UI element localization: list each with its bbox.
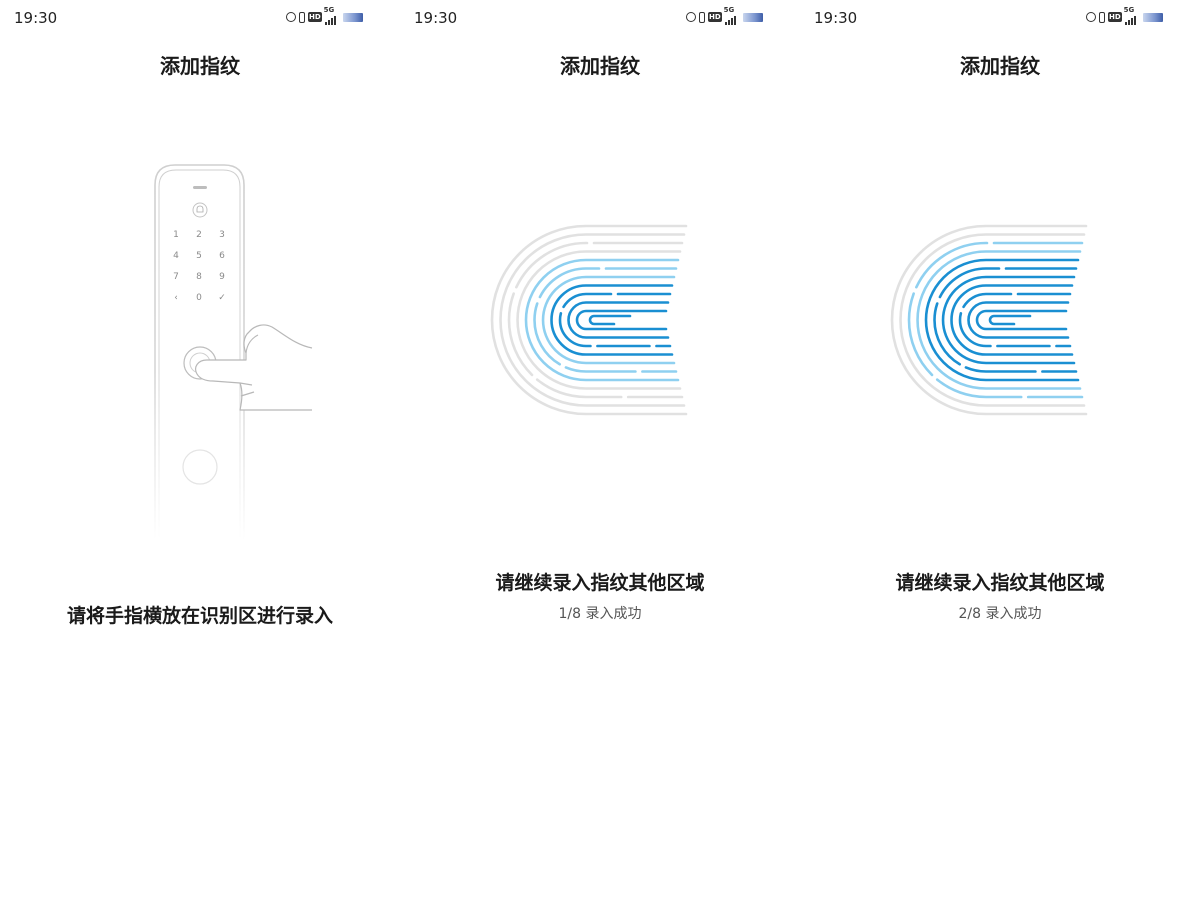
fingerprint-progress-graphic — [890, 224, 1088, 416]
page-title: 添加指纹 — [160, 54, 240, 78]
fingerprint-core — [988, 314, 1032, 326]
fingerprint-ridge — [575, 309, 668, 331]
progress-text: 2/8 录入成功 — [958, 606, 1042, 622]
hand-illustration — [195, 324, 313, 411]
keypad-key: 7 — [173, 272, 179, 282]
progress-text: 1/8 录入成功 — [558, 606, 642, 622]
fingerprint-ridge — [958, 292, 1072, 348]
fingerprint-ridge — [507, 241, 684, 399]
fingerprint-ridge — [967, 301, 1070, 339]
screen-add-fingerprint-intro: 19:30 HD 5G 添加指纹 1 2 3 4 5 6 7 8 9 ‹ 0 ✓ — [0, 0, 400, 900]
fingerprint-ridge — [933, 267, 1078, 373]
fingerprint-ridges — [490, 224, 688, 416]
network-label: 5G — [323, 6, 335, 14]
status-time: 19:30 — [414, 9, 458, 27]
screen-add-fingerprint-step-1: 19:30 HD 5G 添加指纹 请继续录入指纹其他区域 1/8 录入成功 — [400, 0, 800, 900]
doorbell-icon — [192, 202, 208, 218]
keypad-key: ✓ — [218, 293, 226, 303]
door-lock-illustration: 1 2 3 4 5 6 7 8 9 ‹ 0 ✓ — [154, 164, 313, 540]
network-label: 5G — [1123, 6, 1135, 14]
fingerprint-ridge — [490, 224, 688, 416]
keypad-key: ‹ — [174, 293, 178, 303]
fingerprint-ridge — [899, 233, 1086, 407]
fingerprint-ridge — [950, 284, 1074, 356]
door-lock-body — [154, 164, 245, 540]
vibrate-icon — [699, 11, 705, 23]
fingerprint-ridge — [524, 258, 680, 382]
battery-icon — [1142, 12, 1163, 22]
status-time: 19:30 — [814, 9, 858, 27]
status-bar-icons: HD 5G — [686, 6, 763, 25]
keypad-key: 8 — [196, 272, 202, 282]
fingerprint-ridges — [890, 224, 1088, 416]
fingerprint-progress-graphic — [490, 224, 688, 416]
fingerprint-ridge — [533, 267, 678, 373]
keypad-key: 2 — [196, 230, 202, 240]
lock-keypad: 1 2 3 4 5 6 7 8 9 ‹ 0 ✓ — [173, 230, 226, 303]
screen-add-fingerprint-step-2: 19:30 HD 5G 添加指纹 请继续录入指纹其他区域 2/8 录入成功 — [800, 0, 1200, 900]
5g-signal-icon: 5G — [323, 6, 336, 25]
keypad-key: 5 — [196, 251, 202, 261]
fingerprint-ridge — [550, 284, 674, 356]
keypad-key: 0 — [196, 293, 202, 303]
fingerprint-ridge — [924, 258, 1080, 382]
fingerprint-ridge — [975, 309, 1068, 331]
instruction-text: 请将手指横放在识别区进行录入 — [66, 605, 333, 627]
fingerprint-ridge — [499, 233, 686, 407]
fingerprint-core — [588, 314, 632, 326]
keypad-key: 1 — [173, 230, 179, 240]
battery-icon — [342, 12, 363, 22]
instruction-text: 请继续录入指纹其他区域 — [495, 572, 705, 594]
fingerprint-ridge — [890, 224, 1088, 416]
fingerprint-ridge — [567, 301, 670, 339]
keypad-key: 4 — [173, 251, 179, 261]
status-time: 19:30 — [14, 9, 58, 27]
fingerprint-ridge — [907, 241, 1084, 399]
keypad-key: 9 — [219, 272, 225, 282]
alarm-icon — [686, 12, 696, 22]
keypad-key: 3 — [219, 230, 225, 240]
battery-icon — [742, 12, 763, 22]
fingerprint-ridge — [516, 250, 682, 390]
vibrate-icon — [1099, 11, 1105, 23]
alarm-icon — [1086, 12, 1096, 22]
network-label: 5G — [723, 6, 735, 14]
hd-icon: HD — [308, 12, 322, 22]
lock-handle — [182, 449, 218, 485]
instruction-text: 请继续录入指纹其他区域 — [895, 572, 1105, 594]
page-title: 添加指纹 — [560, 54, 640, 78]
vibrate-icon — [299, 11, 305, 23]
hd-icon: HD — [708, 12, 722, 22]
lock-indicator — [193, 186, 207, 189]
5g-signal-icon: 5G — [1123, 6, 1136, 25]
page-title: 添加指纹 — [960, 54, 1040, 78]
hd-icon: HD — [1108, 12, 1122, 22]
fingerprint-ridge — [558, 292, 672, 348]
alarm-icon — [286, 12, 296, 22]
5g-signal-icon: 5G — [723, 6, 736, 25]
fingerprint-ridge — [541, 275, 676, 365]
keypad-key: 6 — [219, 251, 225, 261]
status-bar-icons: HD 5G — [286, 6, 363, 25]
fingerprint-ridge — [941, 275, 1076, 365]
fingerprint-ridge — [916, 250, 1082, 390]
status-bar-icons: HD 5G — [1086, 6, 1163, 25]
